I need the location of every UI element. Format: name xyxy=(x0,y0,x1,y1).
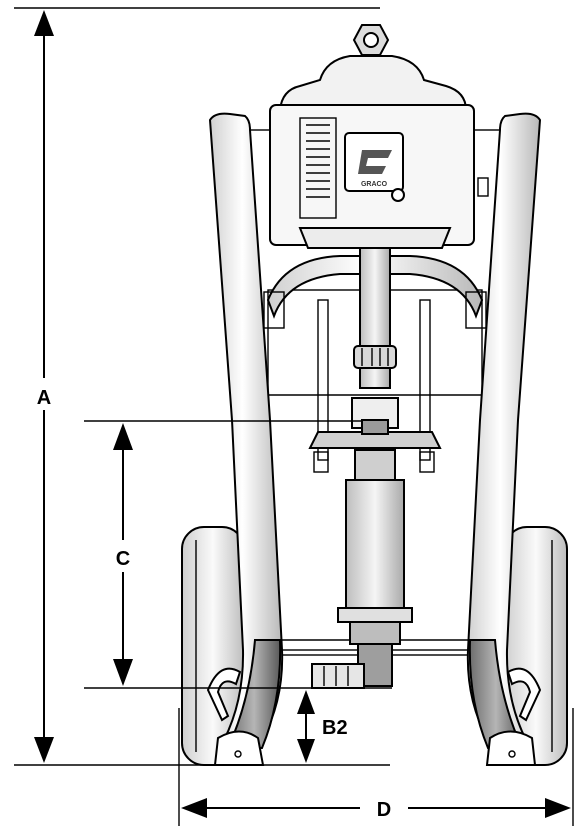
dimension-b2: B2 xyxy=(297,690,348,763)
dimension-d: D xyxy=(178,708,574,826)
dimension-b2-arrow-top xyxy=(297,690,315,714)
pump-lower xyxy=(308,247,442,689)
graco-g-logo-icon xyxy=(358,150,392,174)
logo-text: GRACO xyxy=(361,181,388,188)
air-motor: GRACO xyxy=(269,24,489,249)
dimension-c: C xyxy=(84,420,392,689)
dimension-b2-arrow-bottom xyxy=(297,739,315,763)
right-foot xyxy=(485,730,537,766)
dimension-a-label: A xyxy=(37,387,51,409)
left-handle-tube xyxy=(208,112,284,741)
dimension-c-arrow-top xyxy=(113,423,133,450)
dimension-d-arrow-left xyxy=(181,798,207,818)
fluid-cylinder xyxy=(345,479,405,613)
dimension-c-arrow-bottom xyxy=(113,659,133,686)
dimension-a-arrow-bottom xyxy=(34,737,54,763)
dimension-d-arrow-right xyxy=(545,798,571,818)
right-handle-tube xyxy=(466,112,542,741)
cross-handle xyxy=(263,255,487,329)
dimension-c-label: C xyxy=(116,548,130,570)
fluid-outlet xyxy=(311,663,365,689)
left-foot xyxy=(213,730,265,766)
logo-plate xyxy=(344,132,404,192)
dimension-a-arrow-top xyxy=(34,10,54,36)
cooling-fins xyxy=(306,124,330,198)
dimension-a: A xyxy=(14,7,390,766)
cart-frame xyxy=(206,112,542,766)
dimension-b2-label: B2 xyxy=(322,717,348,739)
dimension-d-label: D xyxy=(377,799,391,821)
